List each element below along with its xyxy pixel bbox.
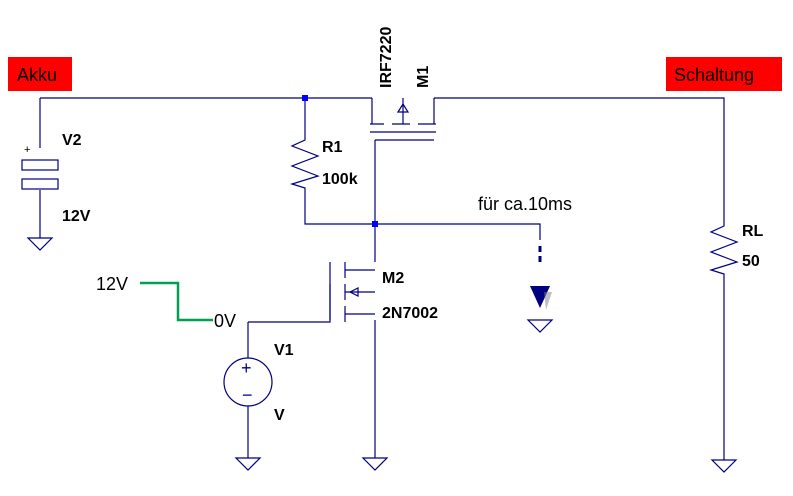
probe-shadow xyxy=(544,292,552,310)
v1-circle xyxy=(223,357,273,407)
battery-cell-bottom xyxy=(21,178,59,190)
ground-icon-v1 xyxy=(234,457,262,471)
top-rail-right-wire xyxy=(434,97,725,220)
battery-cell-top xyxy=(21,159,59,171)
v1-minus-sign: − xyxy=(242,385,253,405)
m2-gate-wire xyxy=(248,284,331,323)
tag-schaltung-text: Schaltung xyxy=(674,65,754,85)
ground-icon-v2 xyxy=(26,237,54,251)
voltage-source-v1: + − V1 V xyxy=(223,342,294,424)
probe-arrow-icon xyxy=(530,246,552,310)
r1-value: 100k xyxy=(322,171,358,188)
r1-name: R1 xyxy=(322,139,343,156)
m1-body-arrow xyxy=(396,98,410,124)
tag-akku: Akku xyxy=(8,57,72,91)
junction-top-rail xyxy=(302,95,308,101)
rl-value: 50 xyxy=(742,253,760,270)
rl-zigzag xyxy=(708,220,739,275)
probe-note: für ca.10ms xyxy=(478,194,572,214)
ground-symbols xyxy=(26,237,738,473)
tag-akku-background xyxy=(8,57,72,91)
resistor-rl: RL 50 xyxy=(708,220,764,275)
resistor-r1: R1 100k xyxy=(289,132,358,192)
pulse-high-label: 12V xyxy=(96,274,128,294)
r1-zigzag xyxy=(289,132,320,192)
v2-value: 12V xyxy=(62,208,91,225)
rl-name: RL xyxy=(742,223,764,240)
m1-gate-wire xyxy=(374,139,434,224)
junction-gate-node xyxy=(372,221,378,227)
m1-leads xyxy=(371,98,435,124)
v2-plus-sign: + xyxy=(24,144,30,156)
v1-plus-sign: + xyxy=(241,358,252,378)
m1-name: M1 xyxy=(415,66,432,88)
battery-v2: + V2 12V xyxy=(21,132,91,225)
m2-model: 2N7002 xyxy=(382,305,438,322)
gate-node-wire xyxy=(304,192,541,240)
m2-body-arrow xyxy=(348,287,359,297)
m1-model: IRF7220 xyxy=(378,27,395,88)
ground-icon-rl xyxy=(710,459,738,473)
pulse-low-label: 0V xyxy=(214,311,236,331)
ground-icon-m2 xyxy=(361,457,389,471)
m2-name: M2 xyxy=(382,270,404,287)
v1-value: V xyxy=(274,407,285,424)
tag-akku-text: Akku xyxy=(17,65,57,85)
tag-schaltung: Schaltung xyxy=(666,57,782,91)
v2-name: V2 xyxy=(62,132,82,149)
pulse-waveform xyxy=(140,281,213,322)
probe-head xyxy=(530,286,550,308)
mosfet-m2: M2 2N7002 xyxy=(329,262,438,322)
tag-schaltung-background xyxy=(666,57,782,91)
v1-name: V1 xyxy=(274,342,294,359)
ground-icon-probe xyxy=(526,319,554,333)
mosfet-m1: IRF7220 M1 xyxy=(370,27,436,133)
